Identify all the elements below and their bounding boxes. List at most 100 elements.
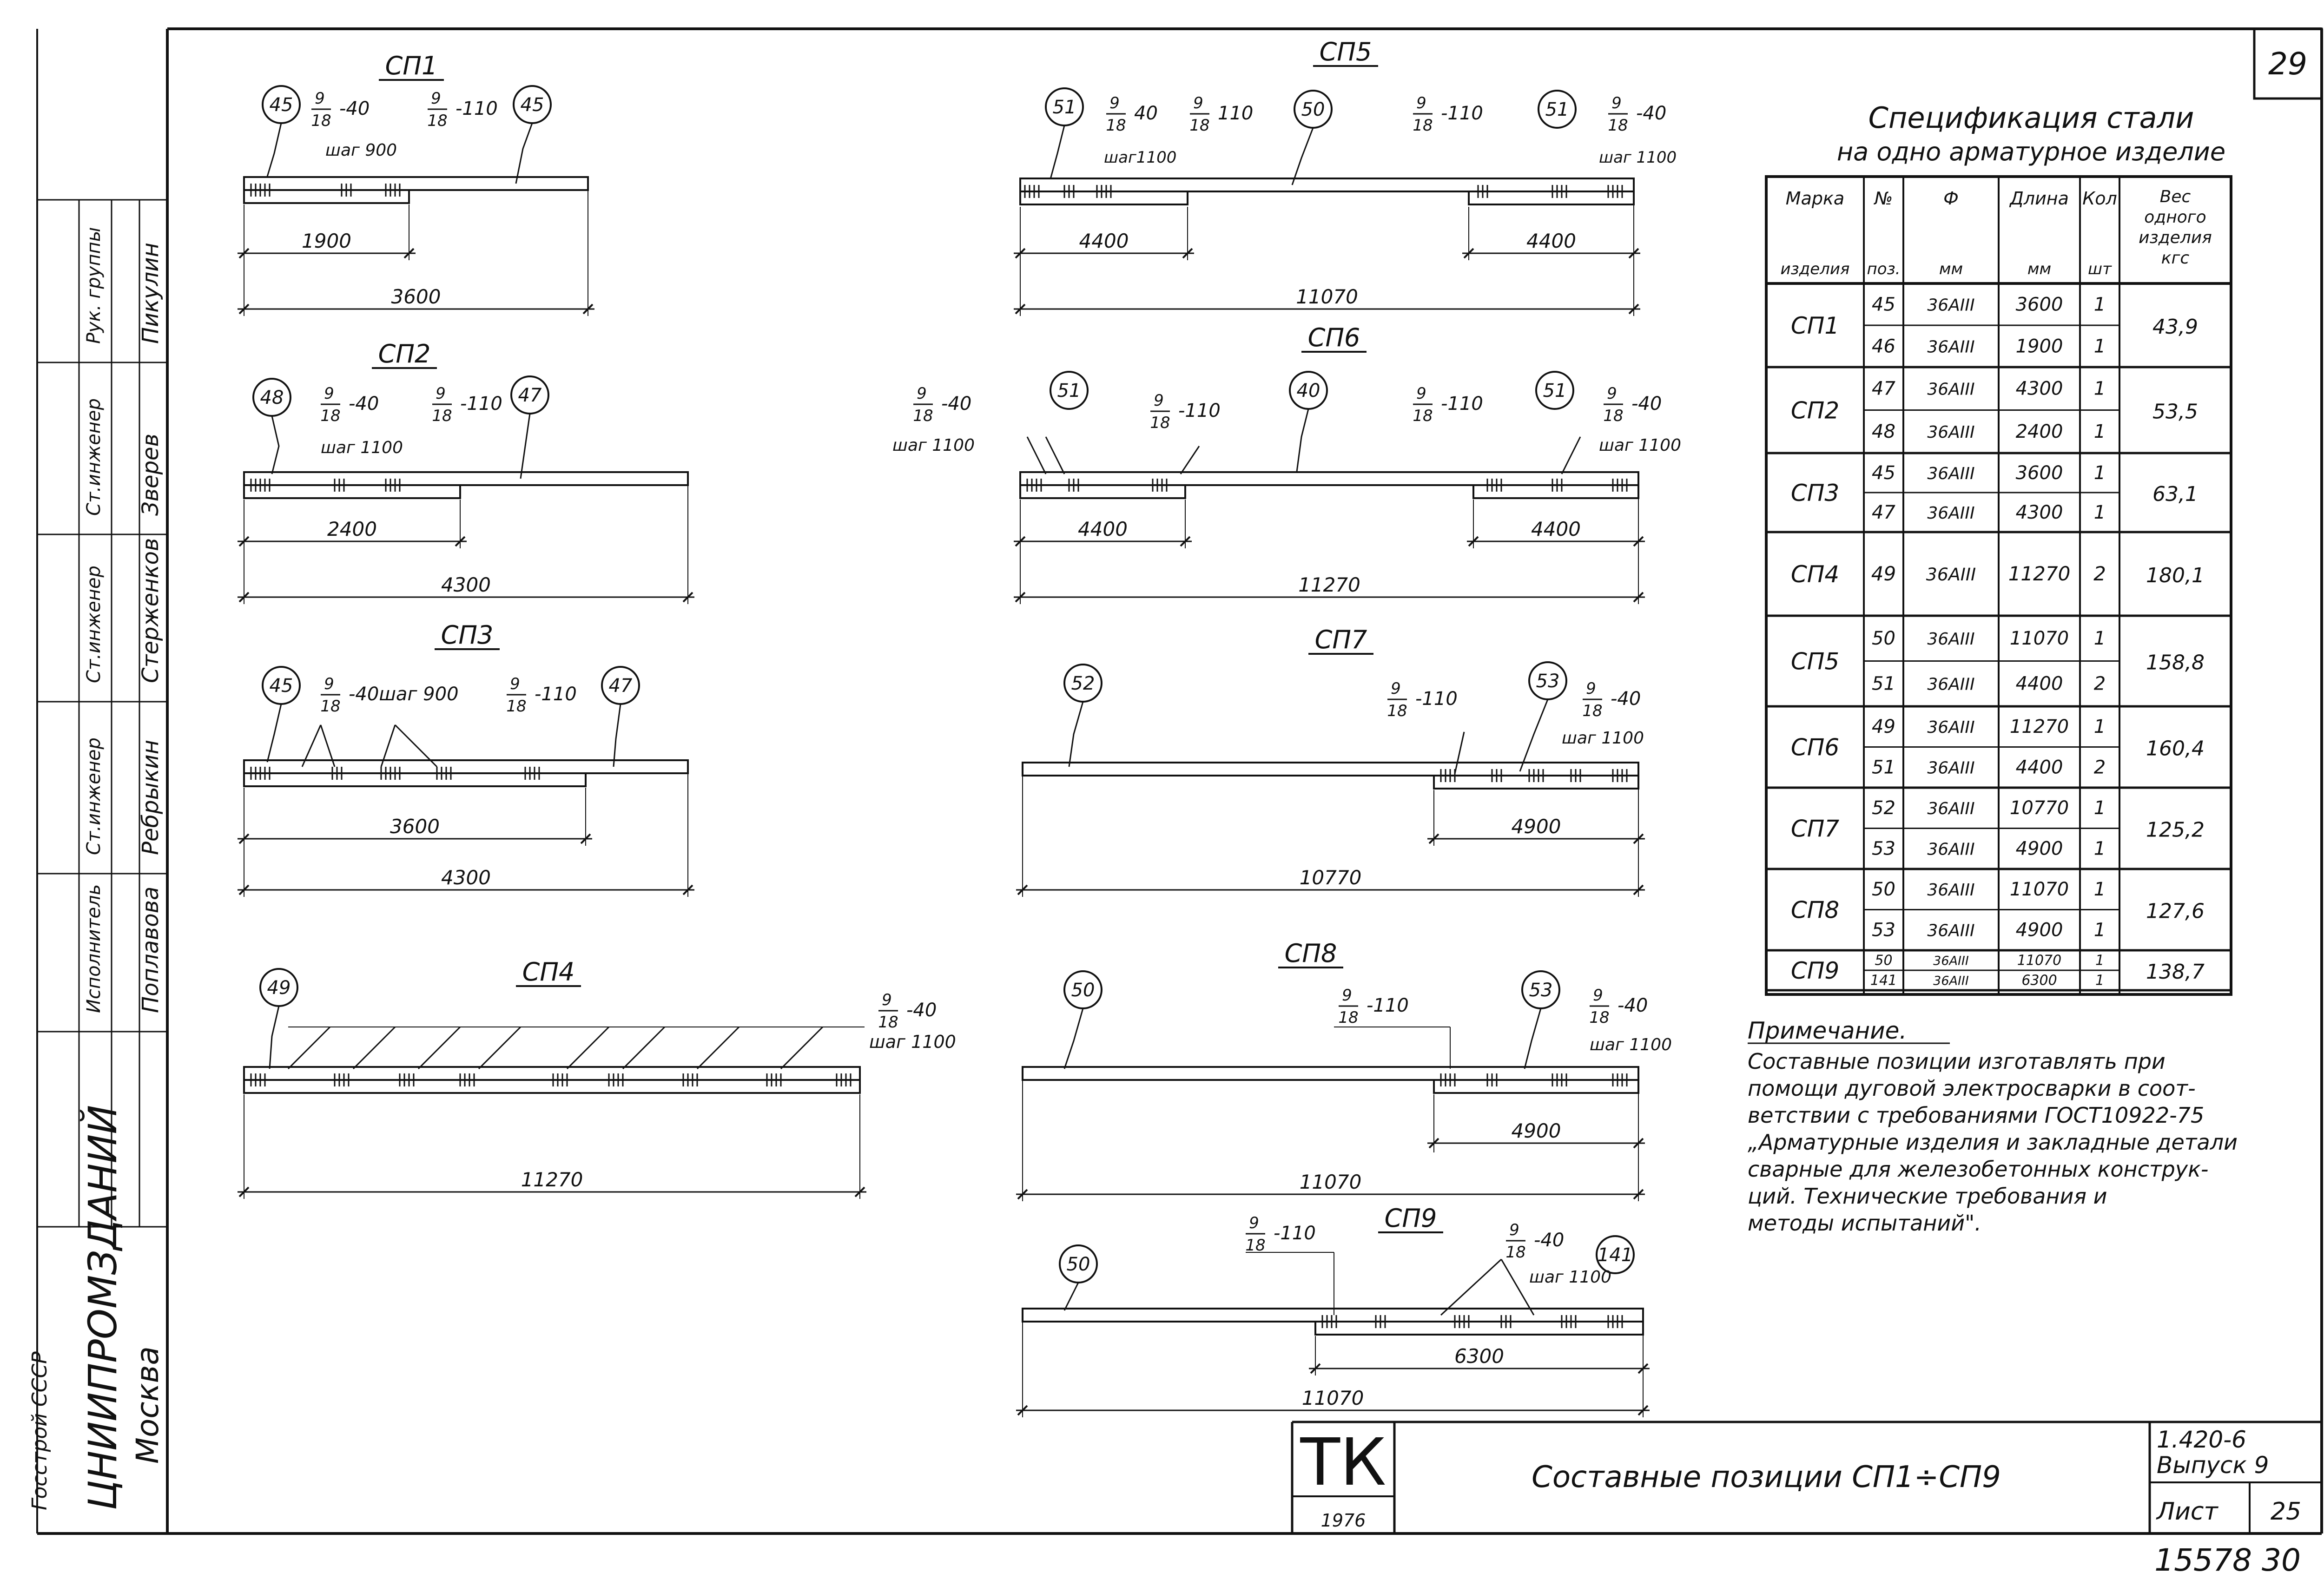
dimension: 2400	[238, 518, 467, 547]
weld-marks	[1321, 1315, 1337, 1328]
leader-line	[266, 704, 282, 763]
weld-numerator: 9	[1416, 94, 1426, 112]
pitch: шаг1100	[1104, 148, 1176, 167]
spec-pos: 53	[1872, 838, 1895, 860]
weld-length: -110	[1274, 1223, 1316, 1244]
engineer-name: Стерженков	[138, 538, 164, 683]
position-number: 49	[267, 977, 291, 999]
weld-length: -110	[535, 684, 577, 705]
spec-header: одного	[2144, 208, 2206, 227]
spec-diameter: 36АIII	[1927, 921, 1974, 941]
spec-qty: 1	[2094, 628, 2106, 649]
weld-length: -40	[1636, 103, 1666, 124]
dimension-value: 11270	[1298, 573, 1360, 596]
rebar-secondary	[1019, 484, 1186, 499]
spec-title: Спецификация стали	[1868, 101, 2194, 135]
spec-diameter: 36АIII	[1933, 974, 1969, 988]
spec-pos: 51	[1872, 673, 1895, 695]
dimension-tick	[238, 303, 250, 315]
position-circle	[1535, 371, 1574, 410]
position-number: 45	[270, 94, 293, 116]
weld-marks	[1607, 185, 1623, 198]
dimension-value: 3600	[390, 815, 440, 838]
position-number: 50	[1067, 1254, 1090, 1275]
pitch: шаг 1100	[1529, 1268, 1611, 1287]
dimension-tick	[238, 884, 250, 895]
rebar-secondary	[243, 484, 461, 499]
spec-length: 3600	[2016, 294, 2063, 315]
dimension-tick	[682, 592, 693, 603]
leader-line	[417, 1026, 461, 1070]
spec-pos: 53	[1872, 920, 1895, 941]
dimension-value: 11070	[1300, 1171, 1362, 1193]
spec-header: Кол	[2082, 188, 2117, 209]
rebar-secondary	[1433, 775, 1639, 790]
weld-marks	[380, 767, 401, 780]
spec-pos: 51	[1872, 757, 1895, 778]
spec-qty: 1	[2095, 973, 2104, 989]
dimension: 11070	[1016, 1171, 1645, 1200]
drawing-title-text: СП2	[378, 339, 431, 369]
spec-mark: СП7	[1791, 816, 1840, 842]
note-block: Примечание.Составные позиции изготавлять…	[1748, 1017, 2238, 1236]
position-number: 52	[1071, 673, 1095, 694]
weld-denominator: 18	[506, 697, 526, 716]
spec-qty: 2	[2094, 757, 2106, 778]
spec-pos: 45	[1872, 294, 1895, 315]
spec-mark: СП8	[1791, 897, 1839, 924]
dimension-tick	[1015, 303, 1026, 315]
leader-line	[1296, 408, 1309, 472]
weld-length: -110	[456, 98, 498, 119]
spec-mark: СП9	[1791, 957, 1839, 984]
weld-marks	[334, 479, 345, 492]
engineer-name: Ребрыкин	[138, 740, 164, 855]
dimension: 4400	[1014, 230, 1194, 259]
position-marker: 53	[1521, 970, 1560, 1009]
leader-line	[1045, 436, 1065, 474]
weld-length: 110	[1218, 103, 1253, 124]
spec-diameter: 36АIII	[1927, 718, 1974, 737]
issue-number: Выпуск 9	[2157, 1452, 2269, 1479]
leader-line	[780, 1026, 824, 1070]
weld-length: -40	[1534, 1230, 1564, 1251]
position-circle	[1596, 1235, 1635, 1274]
drawing-title-text: СП9	[1385, 1204, 1437, 1233]
weld-callout: 918-110	[1245, 1214, 1315, 1255]
spec-qty: 2	[2094, 673, 2106, 695]
weld-denominator: 18	[1413, 407, 1433, 425]
spec-qty: 1	[2094, 920, 2106, 941]
weld-marks	[682, 1073, 698, 1086]
weld-length: -40	[906, 1000, 937, 1021]
spec-header: Вес	[2160, 187, 2191, 206]
drawing-title: СП8	[1278, 939, 1343, 968]
weld-callout: 918-110	[1413, 94, 1483, 135]
weld-denominator: 18	[1338, 1008, 1358, 1027]
weld-marks	[1552, 185, 1567, 198]
dimension-tick	[1017, 1405, 1028, 1416]
dimension-value: 4900	[1512, 815, 1561, 838]
spec-length: 3600	[2016, 462, 2063, 484]
spec-pos: 48	[1872, 421, 1895, 442]
spec-length: 11270	[2010, 716, 2069, 737]
dimension-tick	[1633, 536, 1644, 547]
weld-marks	[1528, 769, 1544, 782]
dimension-tick	[1628, 303, 1639, 315]
pitch: шаг 1100	[1599, 436, 1681, 455]
note-heading: Примечание.	[1748, 1017, 1907, 1044]
rebar-secondary	[1314, 1321, 1644, 1336]
spec-length: 4900	[2016, 838, 2063, 860]
weld-marks	[1500, 1315, 1512, 1328]
weld-marks	[1486, 479, 1502, 492]
position-number: 53	[1536, 671, 1560, 692]
dimension-value: 4900	[1512, 1119, 1561, 1142]
weld-marks	[385, 479, 401, 492]
spec-subtitle: на одно арматурное изделие	[1837, 137, 2225, 166]
engineer-name: Зверев	[138, 434, 164, 516]
spec-qty: 1	[2094, 421, 2106, 442]
position-marker: 52	[1063, 664, 1103, 703]
weld-marks	[385, 184, 401, 197]
weld-marks	[1552, 1073, 1567, 1086]
